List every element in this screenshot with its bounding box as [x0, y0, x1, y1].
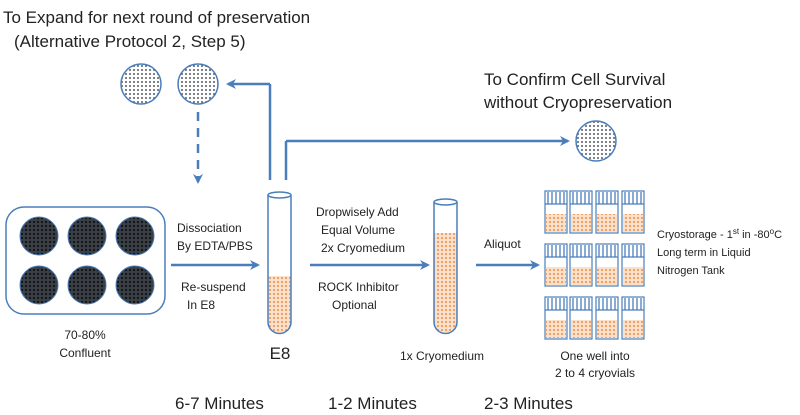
plate-wells [19, 216, 155, 305]
cryovial [595, 243, 619, 287]
dropwise-line2: Equal Volume [321, 223, 395, 237]
cryovial [595, 296, 619, 340]
cryovial [595, 190, 619, 234]
resuspend-line2: In E8 [187, 298, 215, 312]
cryovial [569, 190, 593, 234]
expand-dish-1 [120, 63, 162, 105]
one-well-line1: One well into [560, 349, 630, 363]
expand-dish-2 [177, 63, 219, 105]
confluent-line1: 70-80% [64, 328, 106, 342]
one-well-line2: 2 to 4 cryovials [555, 366, 635, 380]
cryovial [544, 243, 568, 287]
expand-label-line1: To Expand for next round of preservation [3, 8, 310, 27]
time-step2: 1-2 Minutes [328, 394, 417, 413]
confirm-dish [575, 120, 617, 162]
tube-e8-label: E8 [270, 344, 291, 363]
rock-line1: ROCK Inhibitor [318, 280, 399, 294]
cryovial [544, 190, 568, 234]
dissociation-line1: Dissociation [177, 221, 242, 235]
confluent-line2: Confluent [59, 346, 111, 360]
cryovial [621, 243, 645, 287]
rock-line2: Optional [332, 298, 377, 312]
cryovial [569, 296, 593, 340]
expand-label-line2: (Alternative Protocol 2, Step 5) [14, 32, 246, 51]
dropwise-line3: 2x Cryomedium [321, 241, 405, 255]
cryomedium-label: 1x Cryomedium [400, 349, 484, 363]
dissociation-line2: By EDTA/PBS [177, 239, 253, 253]
time-step3: 2-3 Minutes [484, 394, 573, 413]
confirm-label-line1: To Confirm Cell Survival [484, 70, 665, 89]
cryostorage-line2: Long term in Liquid [657, 247, 751, 259]
aliquot-label: Aliquot [484, 237, 521, 251]
tube-cryomedium [433, 198, 458, 335]
confirm-label-line2: without Cryopreservation [483, 93, 672, 112]
dropwise-line1: Dropwisely Add [316, 205, 399, 219]
cryostorage-line1: Cryostorage - 1st in -80oC [657, 227, 782, 241]
cryovial [544, 296, 568, 340]
cryovial [621, 190, 645, 234]
resuspend-line1: Re-suspend [181, 280, 246, 294]
cryovial [569, 243, 593, 287]
cryovial [621, 296, 645, 340]
time-step1: 6-7 Minutes [175, 394, 264, 413]
tube-e8 [267, 191, 292, 335]
cryostorage-line3: Nitrogen Tank [657, 265, 725, 277]
cryovial-grid [544, 190, 645, 340]
